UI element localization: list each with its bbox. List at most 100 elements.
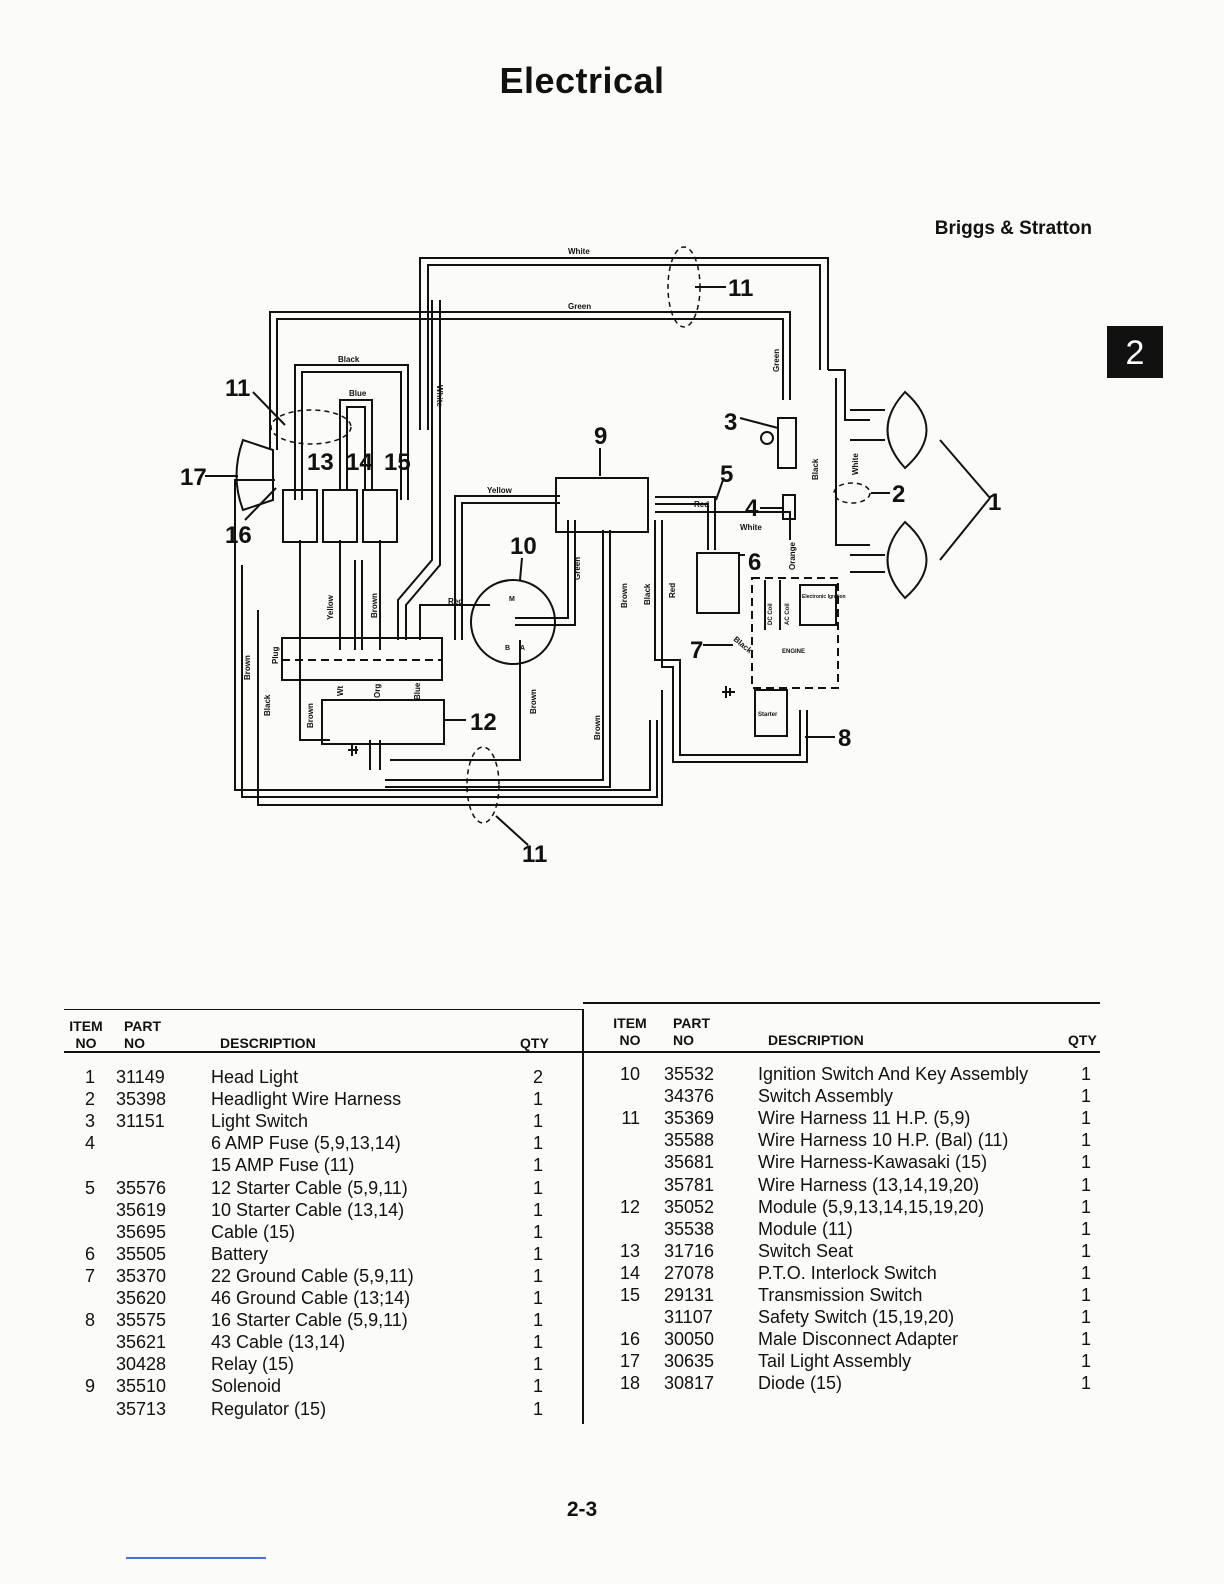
wire-black-top-inner [301,371,402,500]
wire-red-key [419,604,490,640]
battery [696,552,740,614]
qty-cell: 1 [1081,1174,1092,1195]
description-cell: Solenoid [211,1376,282,1397]
wire-green-mid [515,520,569,619]
description-cell: Diode (15) [758,1373,843,1394]
item-no-cell: 18 [619,1373,640,1394]
wire-label: Black [643,583,652,605]
part-no-cell: 30635 [664,1351,715,1372]
header-description-right: DESCRIPTION [768,1032,864,1048]
pto-switch [322,489,358,543]
item-no-cell: 9 [84,1376,95,1397]
page-number: 2-3 [566,1498,598,1521]
qty-cell: 1 [533,1155,544,1176]
wire-green-top [269,311,791,450]
description-cell: 15 AMP Fuse (11) [211,1155,355,1176]
wire-red-right [655,496,716,550]
item-no-cell: 3 [84,1111,95,1132]
qty-cell: 1 [533,1310,544,1331]
description-cell: 6 AMP Fuse (5,9,13,14) [211,1133,401,1154]
wire-label: Brown [243,655,252,680]
wire-label: Org [373,684,382,698]
wiring-diagram: White Green Black Blue White Yellow Red … [180,246,1001,868]
qty-cell: 1 [533,1376,544,1397]
wire-blue-top [339,399,373,490]
wire-green-mid-inner [515,520,576,626]
headlight-top [886,390,928,470]
header-item-no-right: ITEM NO [613,1015,647,1048]
wire-label: White [435,385,444,407]
callout-13: 13 [307,449,334,476]
header-part-no: PART NO [124,1018,162,1051]
qty-cell: 1 [1081,1152,1092,1173]
leader-11c [495,815,529,846]
wires [234,257,885,806]
engine-label: ENGINE [782,649,805,655]
description-cell: Wire Harness 10 H.P. (Bal) (11) [758,1130,1009,1151]
part-no-cell: 35713 [116,1398,167,1419]
wire-label: Green [568,302,591,311]
wire-blue-top-inner [346,406,366,490]
qty-cell: 1 [533,1133,544,1154]
wire-white-vertical [397,300,433,640]
qty-cell: 1 [1081,1262,1092,1283]
description-cell: Wire Harness-Kawasaki (15) [758,1152,988,1173]
headlight-bottom [886,520,928,600]
qty-cell: 1 [533,1111,544,1132]
part-no-cell: 35052 [664,1196,715,1217]
wire-headlight-bottom [835,378,870,546]
starter-label: Starter [758,712,778,718]
callout-12: 12 [470,709,497,736]
wire-label: Blue [413,682,422,700]
description-cell: Regulator (15) [211,1398,327,1419]
description-cell: P.T.O. Interlock Switch [758,1262,937,1283]
qty-cell: 1 [533,1177,544,1198]
item-no-cell: 10 [619,1064,640,1084]
wire-black-top [294,364,409,500]
wire-black-mid-inner [661,520,808,763]
header-qty-right: QTY [1068,1032,1097,1048]
part-no-cell: 31151 [116,1111,165,1132]
wire-label: Plug [271,647,280,664]
part-no-cell: 30428 [116,1354,167,1375]
description-cell: Tail Light Assembly [758,1351,912,1372]
item-no-cell: 13 [619,1240,640,1261]
callout-16: 16 [225,522,252,549]
description-cell: Transmission Switch [758,1285,923,1305]
description-cell: Light Switch [211,1111,309,1132]
leader-5 [715,479,724,501]
qty-cell: 1 [533,1332,544,1353]
module-upper [281,637,443,681]
part-no-cell: 35576 [116,1177,167,1198]
callout-8: 8 [838,725,851,752]
wire-label: Wt [336,685,345,696]
section-tab[interactable]: 2 [1107,326,1163,378]
item-no-cell: 8 [84,1310,95,1331]
qty-cell: 1 [533,1243,544,1264]
description-cell: Ignition Switch And Key Assembly [758,1064,1029,1084]
wire-label: Red [668,583,677,598]
wire-white-top-inner [427,264,821,430]
callout-5: 5 [720,461,733,488]
part-no-cell: 31716 [664,1240,715,1261]
description-cell: 16 Starter Cable (5,9,11) [211,1310,408,1331]
item-no-cell: 5 [84,1177,95,1198]
wire-label: Yellow [326,594,335,620]
part-no-cell: 31149 [116,1067,165,1087]
leader-10 [519,557,523,581]
wire-switch-pair [354,560,363,650]
